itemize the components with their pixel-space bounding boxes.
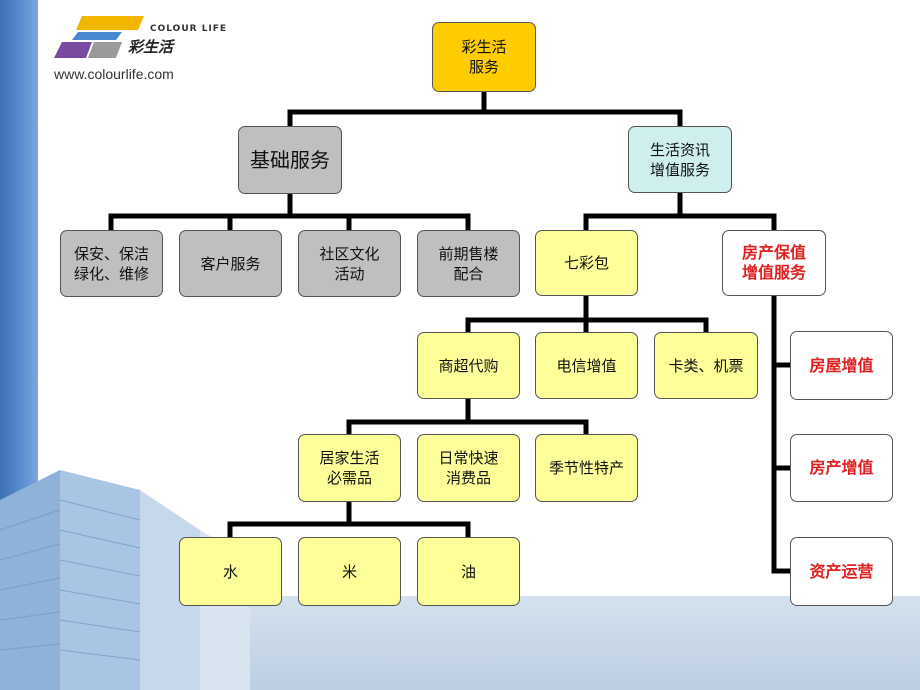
node-shangchao-item-3: 季节性特产 <box>535 434 638 502</box>
node-value-added-line1: 生活资讯 <box>649 140 710 159</box>
node-value-added: 生活资讯增值服务 <box>628 126 732 193</box>
node-property-line1: 房产保值 <box>741 243 806 262</box>
logo-text-en: COLOUR LIFE <box>150 24 228 34</box>
node-shangchao-item-1-line1: 居家生活 <box>319 449 380 467</box>
node-necessity-water-label: 水 <box>222 562 238 581</box>
colour-life-logo-icon <box>54 16 144 58</box>
node-property-line2: 增值服务 <box>741 263 806 282</box>
node-shangchao-item-1-line2: 必需品 <box>326 469 372 487</box>
node-basic-item-1-line1: 保安、保洁 <box>73 244 149 263</box>
node-necessity-rice: 米 <box>298 537 401 606</box>
node-basic-services: 基础服务 <box>238 126 342 194</box>
node-qicaibao-item-3: 卡类、机票 <box>654 332 758 399</box>
node-basic-item-3-line2: 活动 <box>334 264 365 283</box>
node-qicaibao-label: 七彩包 <box>563 254 609 272</box>
node-basic-item-3-line1: 社区文化 <box>319 244 380 263</box>
node-basic-item-2: 客户服务 <box>179 230 282 297</box>
node-necessity-water: 水 <box>179 537 282 606</box>
node-property: 房产保值增值服务 <box>722 230 826 296</box>
node-basic-item-4-line1: 前期售楼 <box>438 244 499 263</box>
website-url: www.colourlife.com <box>54 66 174 82</box>
node-necessity-rice-label: 米 <box>341 562 357 581</box>
node-basic-item-2-line1: 客户服务 <box>200 254 261 273</box>
node-property-item-3-label: 资产运营 <box>809 561 874 581</box>
node-root: 彩生活服务 <box>432 22 536 92</box>
node-shangchao-item-1: 居家生活必需品 <box>298 434 401 502</box>
node-qicaibao-item-2-label: 电信增值 <box>556 356 617 375</box>
node-qicaibao-item-1: 商超代购 <box>417 332 520 399</box>
node-qicaibao-item-1-label: 商超代购 <box>438 356 499 375</box>
node-basic-item-4-line2: 配合 <box>453 264 484 283</box>
node-property-item-1-label: 房屋增值 <box>809 355 874 375</box>
node-root-line2: 服务 <box>468 58 499 76</box>
node-shangchao-item-2-line2: 消费品 <box>445 469 491 487</box>
node-basic-item-1-line2: 绿化、维修 <box>73 264 149 283</box>
node-shangchao-item-2-line1: 日常快速 <box>438 449 499 467</box>
node-root-line1: 彩生活 <box>461 38 507 56</box>
node-shangchao-item-3-line1: 季节性特产 <box>548 459 624 477</box>
node-necessity-oil-label: 油 <box>460 562 476 581</box>
node-property-item-2-label: 房产增值 <box>809 458 874 477</box>
node-basic-item-1: 保安、保洁绿化、维修 <box>60 230 163 297</box>
node-basic-services-label: 基础服务 <box>250 148 330 172</box>
node-property-item-3: 资产运营 <box>790 537 893 606</box>
node-qicaibao-item-3-label: 卡类、机票 <box>668 356 744 375</box>
node-property-item-2: 房产增值 <box>790 434 893 502</box>
node-qicaibao-item-2: 电信增值 <box>535 332 638 399</box>
node-basic-item-3: 社区文化活动 <box>298 230 401 297</box>
logo-text-cn: 彩生活 <box>128 38 174 56</box>
node-property-item-1: 房屋增值 <box>790 331 893 400</box>
node-value-added-line2: 增值服务 <box>649 160 710 179</box>
node-necessity-oil: 油 <box>417 537 520 606</box>
node-shangchao-item-2: 日常快速消费品 <box>417 434 520 502</box>
node-basic-item-4: 前期售楼配合 <box>417 230 520 297</box>
node-qicaibao: 七彩包 <box>535 230 638 296</box>
